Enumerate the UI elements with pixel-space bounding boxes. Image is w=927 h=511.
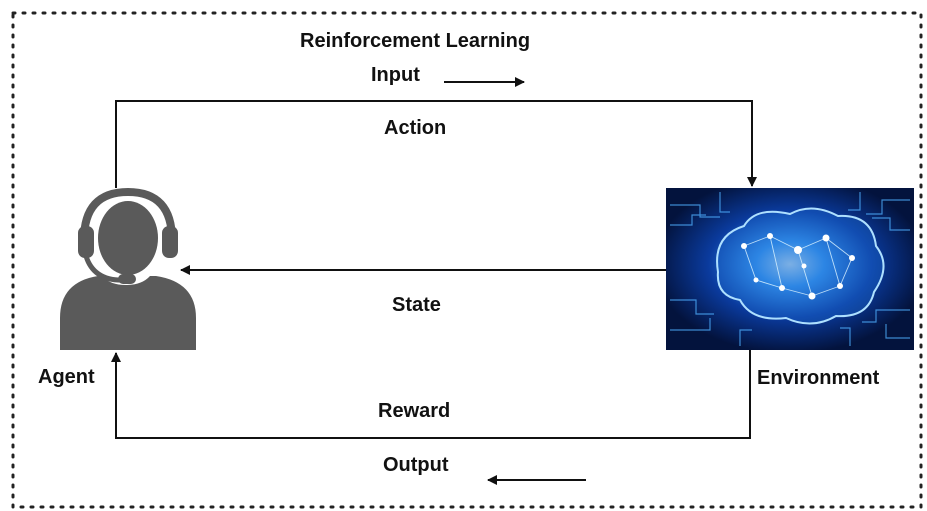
diagram-title: Reinforcement Learning — [300, 30, 530, 52]
environment-label: Environment — [757, 367, 880, 389]
reward-connector — [111, 350, 751, 439]
output-label: Output — [383, 454, 449, 476]
action-connector — [115, 100, 757, 188]
input-label: Input — [371, 64, 420, 86]
action-label: Action — [384, 117, 446, 139]
reward-label: Reward — [378, 400, 450, 422]
circuit-brain-icon — [666, 188, 914, 350]
headset-agent-icon — [60, 187, 196, 350]
state-label: State — [392, 294, 441, 316]
agent-label: Agent — [38, 366, 95, 388]
